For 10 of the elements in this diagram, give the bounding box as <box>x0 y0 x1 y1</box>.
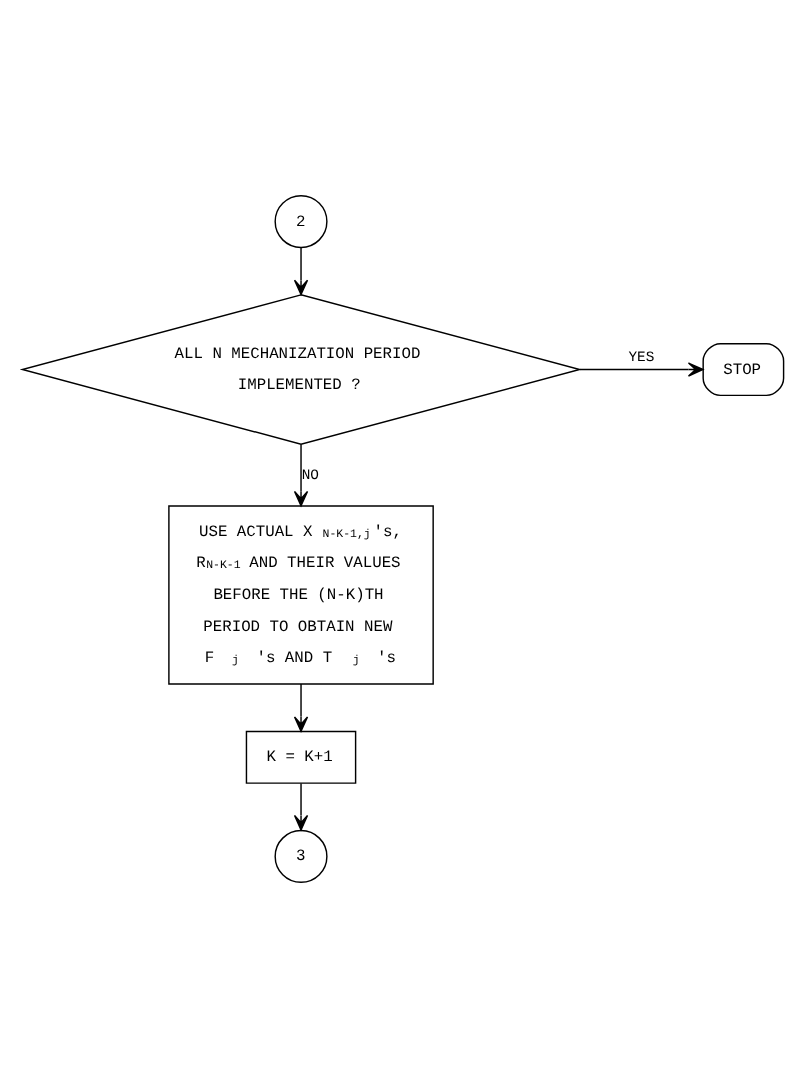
arrow <box>293 782 309 831</box>
arrow <box>293 683 309 733</box>
node-box: STOP <box>702 342 785 397</box>
arrow <box>293 443 309 507</box>
node-diamond: ALL N MECHANIZATION PERIOD IMPLEMENTED ? <box>19 294 583 445</box>
node-circle: 3 <box>274 829 328 883</box>
node-box: K = K+1 <box>245 730 357 784</box>
node-circle: 2 <box>274 195 328 249</box>
arrow <box>293 246 309 296</box>
arrow <box>579 362 704 377</box>
